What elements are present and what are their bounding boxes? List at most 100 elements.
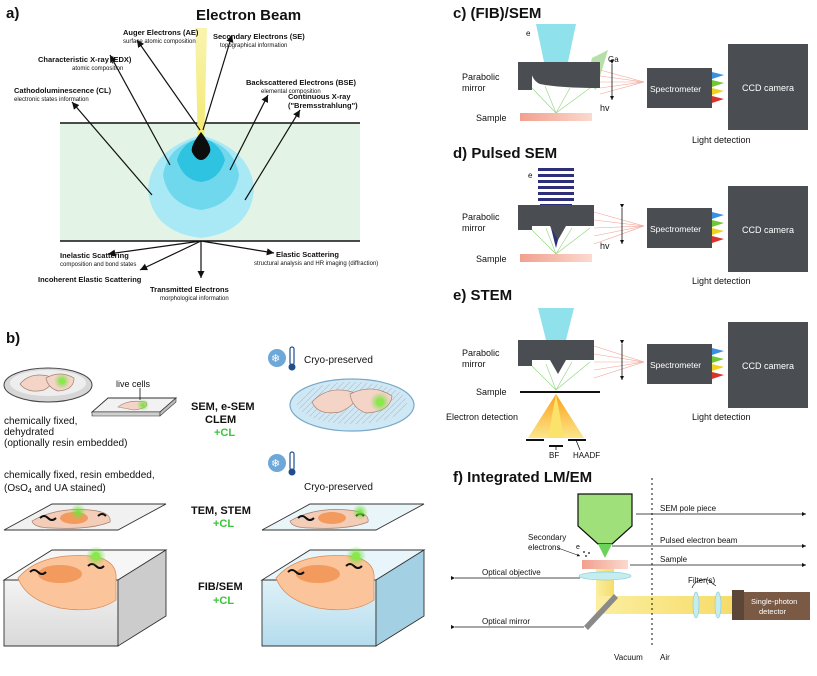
mirror-label-l1: Parabolic — [462, 72, 500, 82]
collected-light — [599, 69, 645, 95]
emission-rays — [531, 85, 591, 114]
sample-bar — [582, 560, 628, 569]
cryo-dish — [289, 378, 415, 432]
detector-label-l2: detector — [759, 607, 787, 616]
bse-label: Backscattered Electrons (BSE) — [246, 78, 357, 87]
edx-desc: atomic composition — [72, 66, 123, 72]
panel-a-title: Electron Beam — [196, 7, 301, 24]
optical-mirror-label: Optical mirror — [482, 617, 530, 626]
svg-text:❄: ❄ — [271, 457, 280, 470]
panel-c-label: c) (FIB)/SEM — [453, 5, 541, 22]
ccd-box — [728, 44, 808, 130]
vitreous-ice-block — [260, 546, 426, 647]
light-detection-label: Light detection — [692, 412, 751, 422]
live-cells-label: live cells — [116, 379, 151, 389]
emission-rays — [531, 227, 591, 255]
spectrometer-label: Spectrometer — [650, 360, 701, 370]
secondary-label-l1: Secondary — [528, 533, 566, 542]
light-detection-label: Light detection — [692, 276, 751, 286]
panel-b: b) live cells chemically fixed, dehydrat… — [2, 330, 426, 647]
row1-left-line1: chemically fixed, — [4, 416, 77, 427]
row2-sub: 4 — [28, 488, 32, 495]
row2-left-line1: chemically fixed, resin embedded, — [4, 470, 155, 481]
light-detection-label: Light detection — [692, 135, 751, 145]
row2-left-line2: (OsO4 and UA stained) — [4, 483, 106, 495]
sample-label: Sample — [476, 387, 507, 397]
panel-d-label: d) Pulsed SEM — [453, 145, 557, 162]
chemically-fixed-dish — [3, 367, 93, 403]
transmitted-label: Transmitted Electrons — [150, 285, 229, 294]
emission-rays — [531, 361, 591, 391]
electron-column — [538, 308, 574, 340]
mirror-label-l2: mirror — [462, 223, 486, 233]
electron-detection-label: Electron detection — [446, 412, 518, 422]
sample-label: Sample — [660, 555, 688, 564]
sem-pole-piece — [577, 493, 633, 545]
optical-objective-lens — [578, 571, 632, 581]
elastic-label: Elastic Scattering — [276, 250, 339, 259]
sample-label: Sample — [476, 113, 507, 123]
panel-e: e) STEM Parabolic mirror Sample BF HAADF… — [446, 287, 808, 460]
method-3-cl: +CL — [213, 595, 234, 607]
spectrometer-box — [647, 344, 712, 384]
thin-section-plate — [3, 503, 167, 531]
spectrometer-box — [647, 208, 712, 248]
method-1-line2: CLEM — [205, 414, 236, 426]
mirror-label-l1: Parabolic — [462, 212, 500, 222]
resin-block-chemical — [2, 546, 168, 647]
panel-e-label: e) STEM — [453, 287, 512, 304]
method-1-line1: SEM, e-SEM — [191, 401, 255, 413]
sample-label: Sample — [476, 254, 507, 264]
hv-label: hv — [600, 241, 610, 251]
cryo-label-2: Cryo-preserved — [304, 482, 373, 493]
panel-a: a) Electron Beam Auger Electrons (AE) su… — [6, 5, 378, 302]
filter-1 — [692, 591, 700, 619]
live-cells-slide — [90, 388, 178, 417]
cl-desc: electronic states information — [14, 97, 89, 103]
bf-label: BF — [549, 451, 559, 460]
cryo-thin-section-plate — [261, 503, 425, 531]
spectrometer-box — [647, 68, 712, 108]
ccd-label: CCD camera — [742, 225, 794, 235]
incoherent-label: Incoherent Elastic Scattering — [38, 275, 142, 284]
detector-label-l1: Single-photon — [751, 597, 797, 606]
pulsed-beam-tip — [598, 544, 612, 558]
row1-left-line2: dehydrated — [4, 427, 54, 438]
ae-label: Auger Electrons (AE) — [123, 28, 199, 37]
ccd-box — [728, 322, 808, 408]
row2-osO: (OsO — [4, 483, 28, 494]
electron-column — [536, 24, 576, 62]
parabolic-mirror — [518, 62, 600, 88]
ga-symbol: Ga — [608, 55, 619, 64]
secondary-label-l2: electrons — [528, 543, 560, 552]
bse-desc: elemental composition — [261, 89, 321, 95]
method-1-cl: +CL — [214, 427, 235, 439]
panel-d: d) Pulsed SEM e Parabolic mirror hv Samp… — [453, 145, 808, 286]
parabolic-mirror — [518, 340, 594, 374]
sample-bar — [520, 113, 592, 121]
ccd-label: CCD camera — [742, 83, 794, 93]
sem-pole-label: SEM pole piece — [660, 504, 717, 513]
ccd-label: CCD camera — [742, 361, 794, 371]
cryo-label-1: Cryo-preserved — [304, 355, 373, 366]
row1-left-line3: (optionally resin embedded) — [4, 438, 127, 449]
optical-mirror-element — [584, 594, 618, 630]
mirror-label-l2: mirror — [462, 83, 486, 93]
edx-label: Characteristic X-ray (EDX) — [38, 55, 132, 64]
vacuum-label: Vacuum — [614, 653, 643, 662]
ae-desc: surface atomic composition — [123, 39, 196, 45]
ccd-box — [728, 186, 808, 272]
method-2-cl: +CL — [213, 518, 234, 530]
collected-light — [593, 211, 645, 245]
detector-box — [744, 592, 810, 620]
snowflake-icon: ❄ — [268, 454, 286, 472]
filter-2 — [714, 591, 722, 619]
xray-label: Continuous X-ray — [288, 92, 351, 101]
se-label: Secondary Electrons (SE) — [213, 32, 305, 41]
mirror-label-l2: mirror — [462, 359, 486, 369]
svg-text:❄: ❄ — [271, 352, 280, 365]
electron-symbol: e — [526, 29, 531, 38]
xray-desc: ("Bremsstrahlung") — [288, 101, 358, 110]
filters-label: Filter(s) — [688, 576, 715, 585]
